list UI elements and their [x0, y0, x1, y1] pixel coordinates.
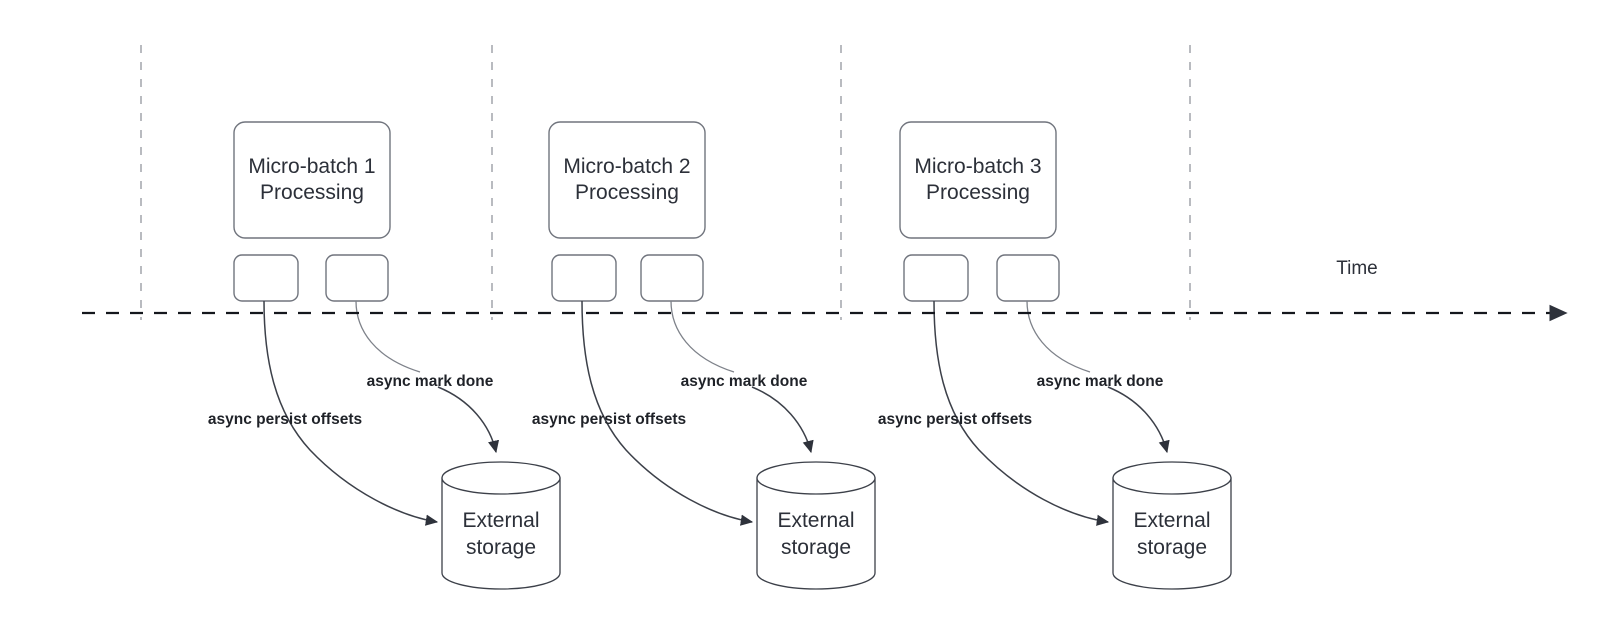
micro-batch-group-3: Micro-batch 3 Processing async persist o… [878, 121, 1232, 590]
task-box-persist-3[interactable] [903, 254, 969, 302]
micro-batch-box-1-line1: Micro-batch 1 [248, 155, 375, 178]
time-axis-label: Time [1336, 258, 1378, 279]
task-box-persist-1[interactable] [233, 254, 299, 302]
async-persist-offsets-curve-1 [263, 300, 439, 526]
async-mark-done-curve-1a [355, 300, 421, 373]
async-persist-offsets-label-2: async persist offsets [532, 411, 686, 428]
async-persist-offsets-curve-2 [581, 300, 754, 526]
task-box-mark-1[interactable] [325, 254, 389, 302]
micro-batch-box-3-line1: Micro-batch 3 [914, 155, 1041, 178]
async-mark-done-curve-1b [437, 386, 500, 454]
external-storage-3-line2: storage [1137, 536, 1207, 559]
micro-batch-group-2: Micro-batch 2 Processing async persist o… [532, 121, 876, 590]
micro-batch-boundaries [140, 45, 1191, 320]
micro-batch-box-3[interactable] [899, 121, 1057, 239]
external-storage-2-line2: storage [781, 536, 851, 559]
async-persist-offsets-label-3: async persist offsets [878, 411, 1032, 428]
time-axis: Time [82, 258, 1568, 322]
task-box-mark-2[interactable] [640, 254, 704, 302]
external-storage-1-line2: storage [466, 536, 536, 559]
async-mark-done-curve-3b [1107, 386, 1170, 454]
external-storage-1-line1: External [462, 509, 539, 532]
async-mark-done-label-2: async mark done [681, 373, 808, 390]
async-mark-done-curve-3a [1026, 300, 1091, 373]
task-box-persist-2[interactable] [551, 254, 617, 302]
external-storage-3-line1: External [1133, 509, 1210, 532]
external-storage-2-line1: External [777, 509, 854, 532]
external-storage-3[interactable]: External storage [1112, 461, 1232, 590]
async-mark-done-curve-2b [751, 386, 814, 454]
async-mark-done-label-3: async mark done [1037, 373, 1164, 390]
micro-batch-box-1[interactable] [233, 121, 391, 239]
micro-batch-box-2-line1: Micro-batch 2 [563, 155, 690, 178]
external-storage-1[interactable]: External storage [441, 461, 561, 590]
micro-batch-box-2-line2: Processing [575, 181, 679, 204]
async-mark-done-label-1: async mark done [367, 373, 494, 390]
async-mark-done-curve-2a [670, 300, 735, 373]
async-persist-offsets-curve-3 [933, 300, 1110, 526]
task-box-mark-3[interactable] [996, 254, 1060, 302]
micro-batch-box-1-line2: Processing [260, 181, 364, 204]
micro-batch-group-1: Micro-batch 1 Processing async persist o… [208, 121, 561, 590]
async-persist-offsets-label-1: async persist offsets [208, 411, 362, 428]
external-storage-2[interactable]: External storage [756, 461, 876, 590]
micro-batch-box-2[interactable] [548, 121, 706, 239]
micro-batch-box-3-line2: Processing [926, 181, 1030, 204]
